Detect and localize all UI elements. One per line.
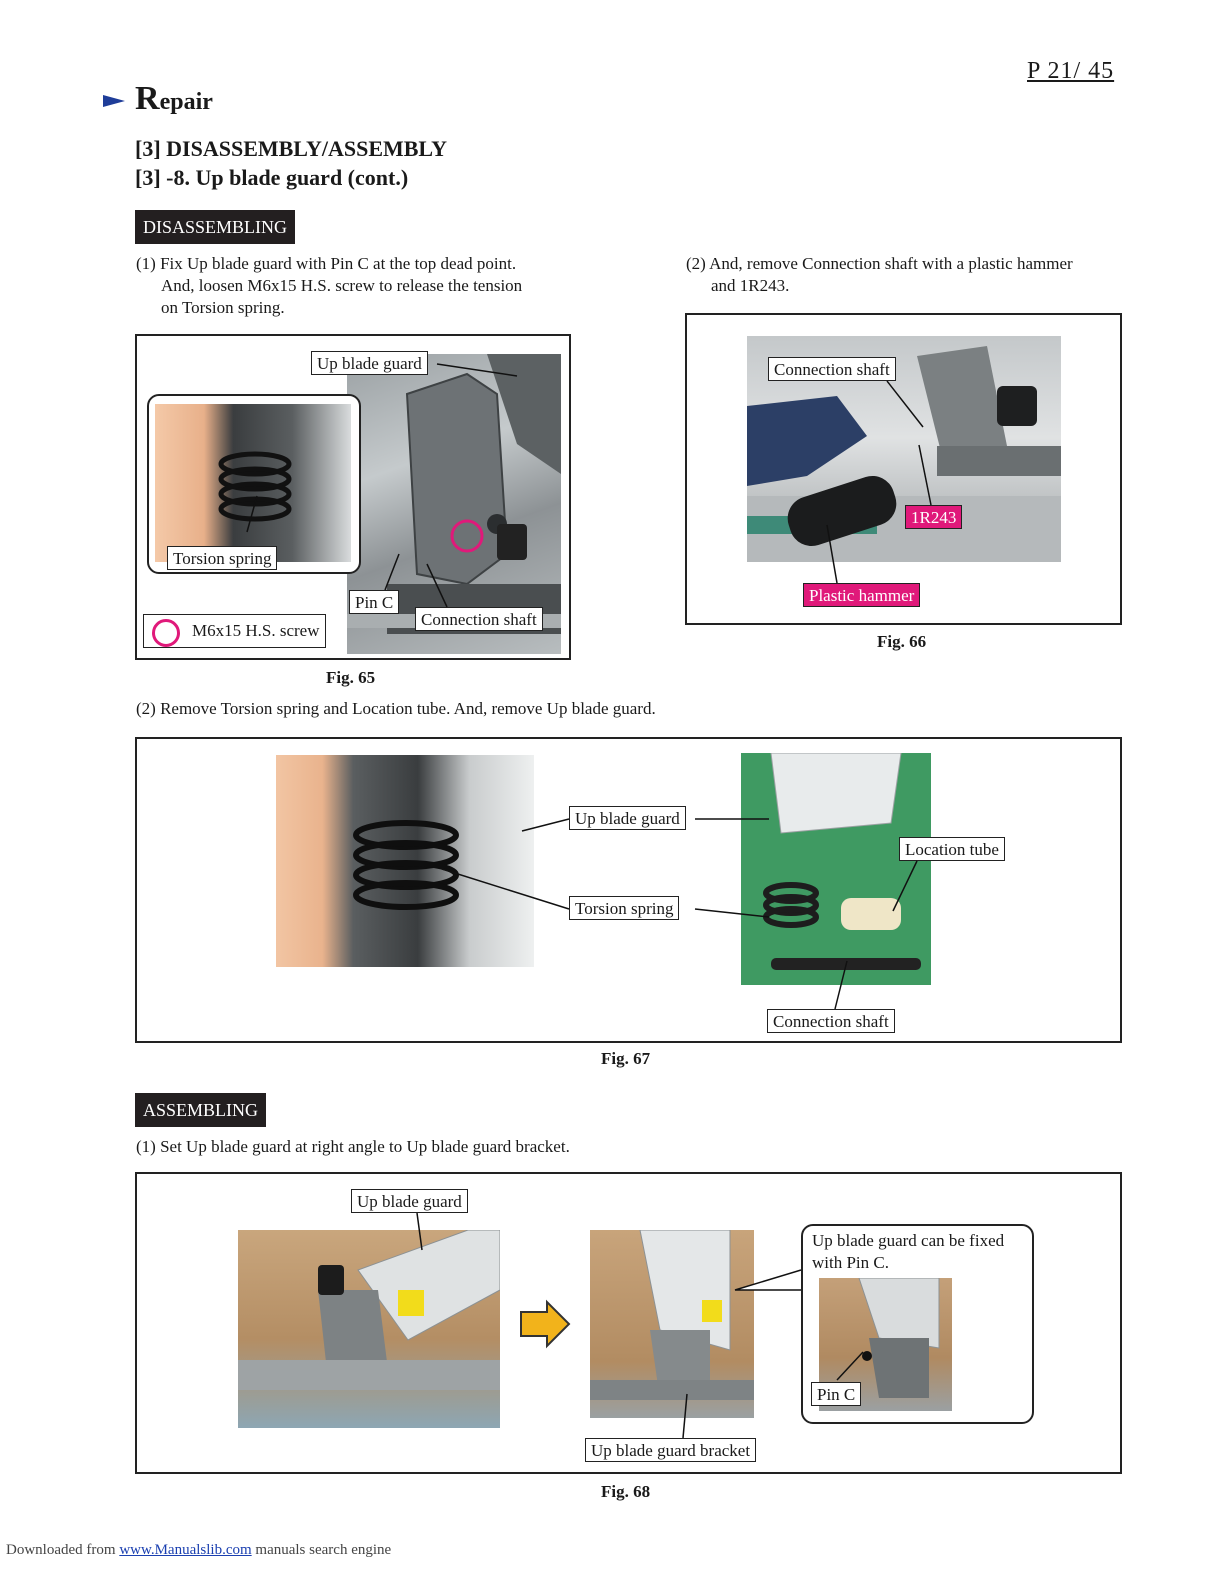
fig65-legend-screw-text: M6x15 H.S. screw	[192, 621, 320, 640]
footer-prefix: Downloaded from	[6, 1542, 120, 1558]
fig67-right-photo	[741, 753, 931, 985]
fig67-label-up-blade-guard: Up blade guard	[569, 806, 686, 830]
fig68-left-drawing	[238, 1230, 500, 1390]
fig66-frame: Connection shaft 1R243 Plastic hammer	[685, 313, 1122, 625]
fig68-leader-lines	[416, 1212, 864, 1439]
step2r-line1: (2) And, remove Connection shaft with a …	[686, 254, 1073, 273]
fig68-callout-drawing	[858, 1278, 940, 1398]
step1-line3: on Torsion spring.	[161, 298, 285, 317]
fig68-frame: Up blade guard can be fixed with Pin C. …	[135, 1172, 1122, 1474]
step1-line2: And, loosen M6x15 H.S. screw to release …	[161, 276, 523, 295]
fig68-label-up-blade-guard: Up blade guard	[351, 1189, 468, 1213]
step1-line1: (1) Fix Up blade guard with Pin C at the…	[136, 254, 517, 273]
fig67-left-spring-drawing	[353, 820, 459, 910]
fig66-label-plastic-hammer: Plastic hammer	[803, 583, 921, 607]
fig68-left-photo	[238, 1230, 500, 1428]
fig65-frame: Up blade guard Torsion spring Pin C Conn…	[135, 334, 571, 660]
fig65-torsion-inset-callout	[147, 394, 361, 574]
fig66-hammer-drawing	[747, 346, 1061, 562]
fig68-label-pin-c: Pin C	[811, 1382, 862, 1406]
footer-link[interactable]: www.Manualslib.com	[119, 1542, 252, 1558]
fig65-label-up-blade-guard: Up blade guard	[311, 351, 428, 375]
fig67-leader-lines	[441, 818, 918, 1010]
section-title-rest: epair	[159, 89, 213, 115]
fig67-label-location-tube: Location tube	[899, 837, 1005, 861]
fig65-label-torsion-spring: Torsion spring	[167, 546, 278, 570]
fig68-middle-drawing	[590, 1230, 754, 1400]
fig67-left-photo	[276, 755, 534, 967]
assembling-badge: ASSEMBLING	[135, 1093, 267, 1127]
heading-up-blade-guard: [3] -8. Up blade guard (cont.)	[135, 165, 409, 190]
fig68-middle-photo	[590, 1230, 754, 1418]
disassembling-step2: (2) Remove Torsion spring and Location t…	[136, 699, 656, 718]
fig66-label-connection-shaft: Connection shaft	[768, 357, 896, 381]
fig66-label-1r243: 1R243	[905, 505, 963, 529]
fig68-callout-line1: Up blade guard can be fixed	[812, 1231, 1005, 1250]
fig67-frame: Up blade guard Torsion spring Location t…	[135, 737, 1122, 1043]
page-number: P 21/ 45	[1027, 58, 1115, 84]
fig67-parts-drawing	[763, 753, 921, 970]
fig67-label-torsion-spring: Torsion spring	[569, 896, 680, 920]
fig66-leader-lines	[826, 380, 932, 584]
disassembling-badge: DISASSEMBLING	[135, 210, 296, 244]
disassembling-step1: (1) Fix Up blade guard with Pin C at the…	[136, 253, 522, 319]
fig65-label-connection-shaft: Connection shaft	[415, 607, 543, 631]
fig68-callout-line2: with Pin C.	[812, 1253, 889, 1272]
fig65-legend-screw: M6x15 H.S. screw	[143, 614, 326, 648]
fig68-pin-c-callout: Up blade guard can be fixed with Pin C. …	[801, 1224, 1034, 1424]
footer: Downloaded from www.Manualslib.com manua…	[6, 1542, 391, 1559]
fig67-caption: Fig. 67	[601, 1049, 651, 1068]
fig65-label-pin-c: Pin C	[349, 590, 400, 614]
footer-suffix: manuals search engine	[251, 1542, 392, 1558]
fig65-leader-lines	[246, 363, 518, 608]
fig66-caption: Fig. 66	[877, 632, 927, 651]
assembling-step1: (1) Set Up blade guard at right angle to…	[136, 1137, 570, 1156]
fig65-caption: Fig. 65	[326, 668, 376, 687]
section-arrow-icon	[103, 95, 125, 107]
disassembling-step2-right: (2) And, remove Connection shaft with a …	[686, 253, 1073, 297]
fig68-caption: Fig. 68	[601, 1482, 651, 1501]
screw-marker-icon	[152, 619, 180, 647]
fig68-label-bracket: Up blade guard bracket	[585, 1438, 757, 1462]
fig68-arrow-icon	[520, 1299, 571, 1349]
section-title: Repair	[135, 80, 213, 118]
step2r-line2: and 1R243.	[711, 276, 790, 295]
section-title-initial: R	[135, 80, 160, 117]
fig68-callout-text: Up blade guard can be fixed with Pin C.	[812, 1230, 1004, 1274]
fig65-inset-photo	[155, 404, 351, 562]
fig67-label-connection-shaft: Connection shaft	[767, 1009, 895, 1033]
heading-disassembly-assembly: [3] DISASSEMBLY/ASSEMBLY	[135, 136, 447, 161]
